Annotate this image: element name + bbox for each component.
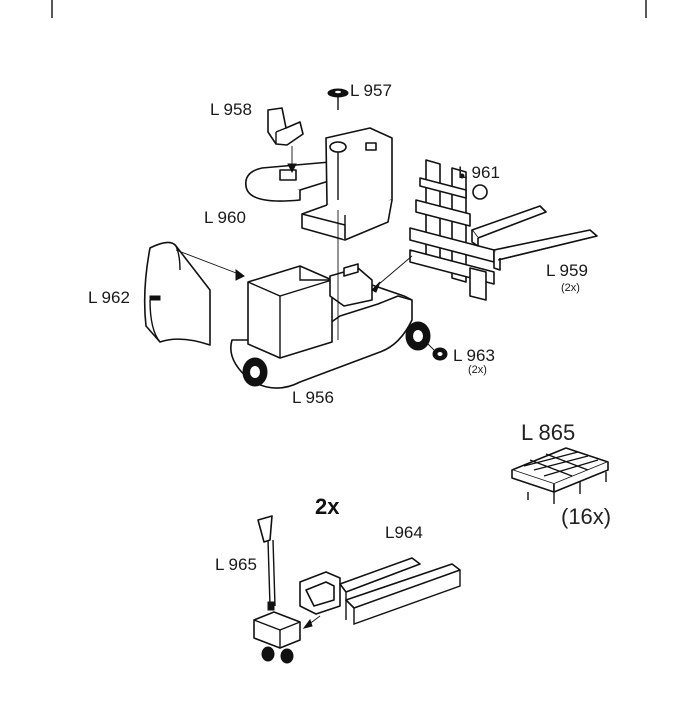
corner-marks <box>51 0 647 18</box>
label-l957: L 957 <box>350 81 392 100</box>
label-l965: L 965 <box>215 555 257 574</box>
label-l963: L 963 <box>453 346 495 365</box>
label-l964: L964 <box>385 523 423 542</box>
label-pallet-truck-qty: 2x <box>315 494 340 519</box>
part-l965-handle <box>253 515 301 664</box>
label-l963-qty: (2x) <box>468 364 487 376</box>
label-l959-qty: (2x) <box>561 282 580 294</box>
part-l961-mast <box>409 159 495 301</box>
part-l964-forks <box>299 557 461 629</box>
label-l958: L 958 <box>210 100 252 119</box>
label-l961: L 961 <box>458 163 500 182</box>
part-l958-seat <box>267 107 304 146</box>
part-l865-pallet <box>511 447 609 504</box>
label-l960: L 960 <box>204 208 246 227</box>
part-l956-chassis <box>230 263 431 389</box>
part-l959-forks <box>471 205 598 271</box>
assembly-leader-lines <box>175 146 435 351</box>
part-l963-wheel <box>432 347 448 361</box>
label-l865-qty: (16x) <box>561 504 612 529</box>
part-l960-body-top <box>245 127 393 241</box>
part-l962-rear-cover <box>143 241 211 346</box>
label-l956: L 956 <box>292 388 334 407</box>
part-l957-knob <box>327 88 349 110</box>
label-l959: L 959 <box>546 261 588 280</box>
label-l865: L 865 <box>521 420 576 445</box>
label-l962: L 962 <box>88 288 130 307</box>
